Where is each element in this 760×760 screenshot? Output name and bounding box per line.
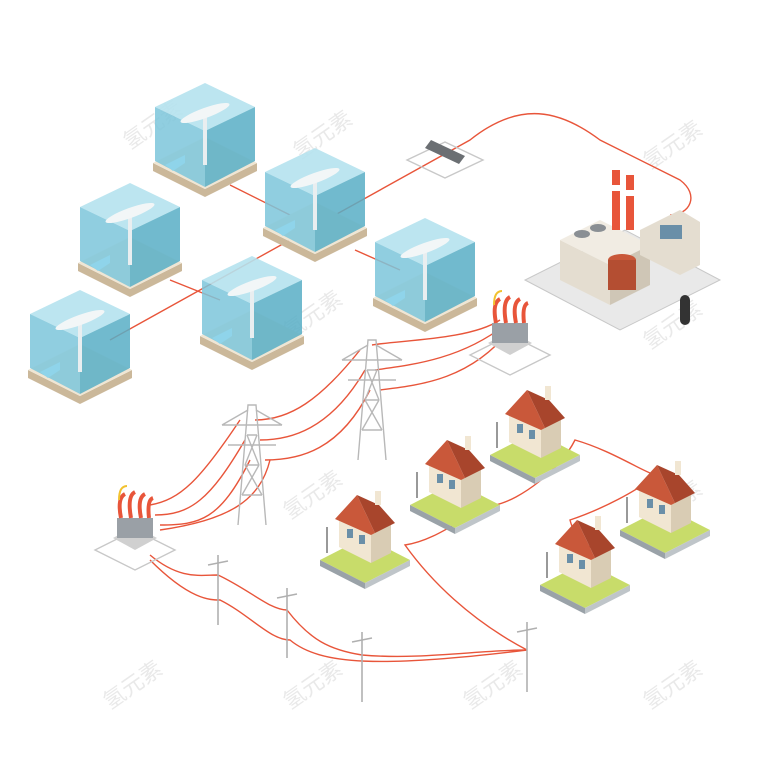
utility-pole	[351, 631, 373, 703]
house	[409, 435, 501, 535]
wire-pylon-transformer	[149, 419, 271, 531]
watermark: 氢元素	[639, 657, 707, 715]
utility-pole	[207, 554, 229, 626]
watermark: 氢元素	[99, 657, 167, 715]
power-plant	[523, 170, 722, 331]
wind-turbine-cube	[26, 288, 134, 406]
wind-turbine-cubes	[26, 81, 479, 406]
wire-poles-1	[149, 554, 528, 658]
wind-turbine-cube	[76, 181, 184, 299]
wire-pylon-pylon	[254, 349, 371, 461]
wind-turbine-cube	[371, 216, 479, 334]
house	[539, 515, 631, 615]
watermark: 氢元素	[279, 657, 347, 715]
houses	[319, 385, 711, 615]
transmission-pylon	[341, 339, 403, 461]
watermark: 氢元素	[279, 467, 347, 525]
watermark: 氢元素	[459, 657, 527, 715]
transformer-station	[468, 289, 552, 377]
watermark: 氢元素	[639, 117, 707, 175]
wind-turbine-cube	[198, 254, 306, 372]
transmission-pylon	[221, 404, 283, 526]
house	[319, 490, 411, 590]
wire-main	[109, 112, 692, 341]
wire-poles-2	[149, 559, 528, 663]
transformer-station	[93, 484, 177, 572]
battery-unit	[405, 140, 485, 179]
house	[619, 460, 711, 560]
wind-turbine-cube	[261, 146, 369, 264]
house	[489, 385, 581, 485]
utility-pole	[276, 587, 298, 659]
